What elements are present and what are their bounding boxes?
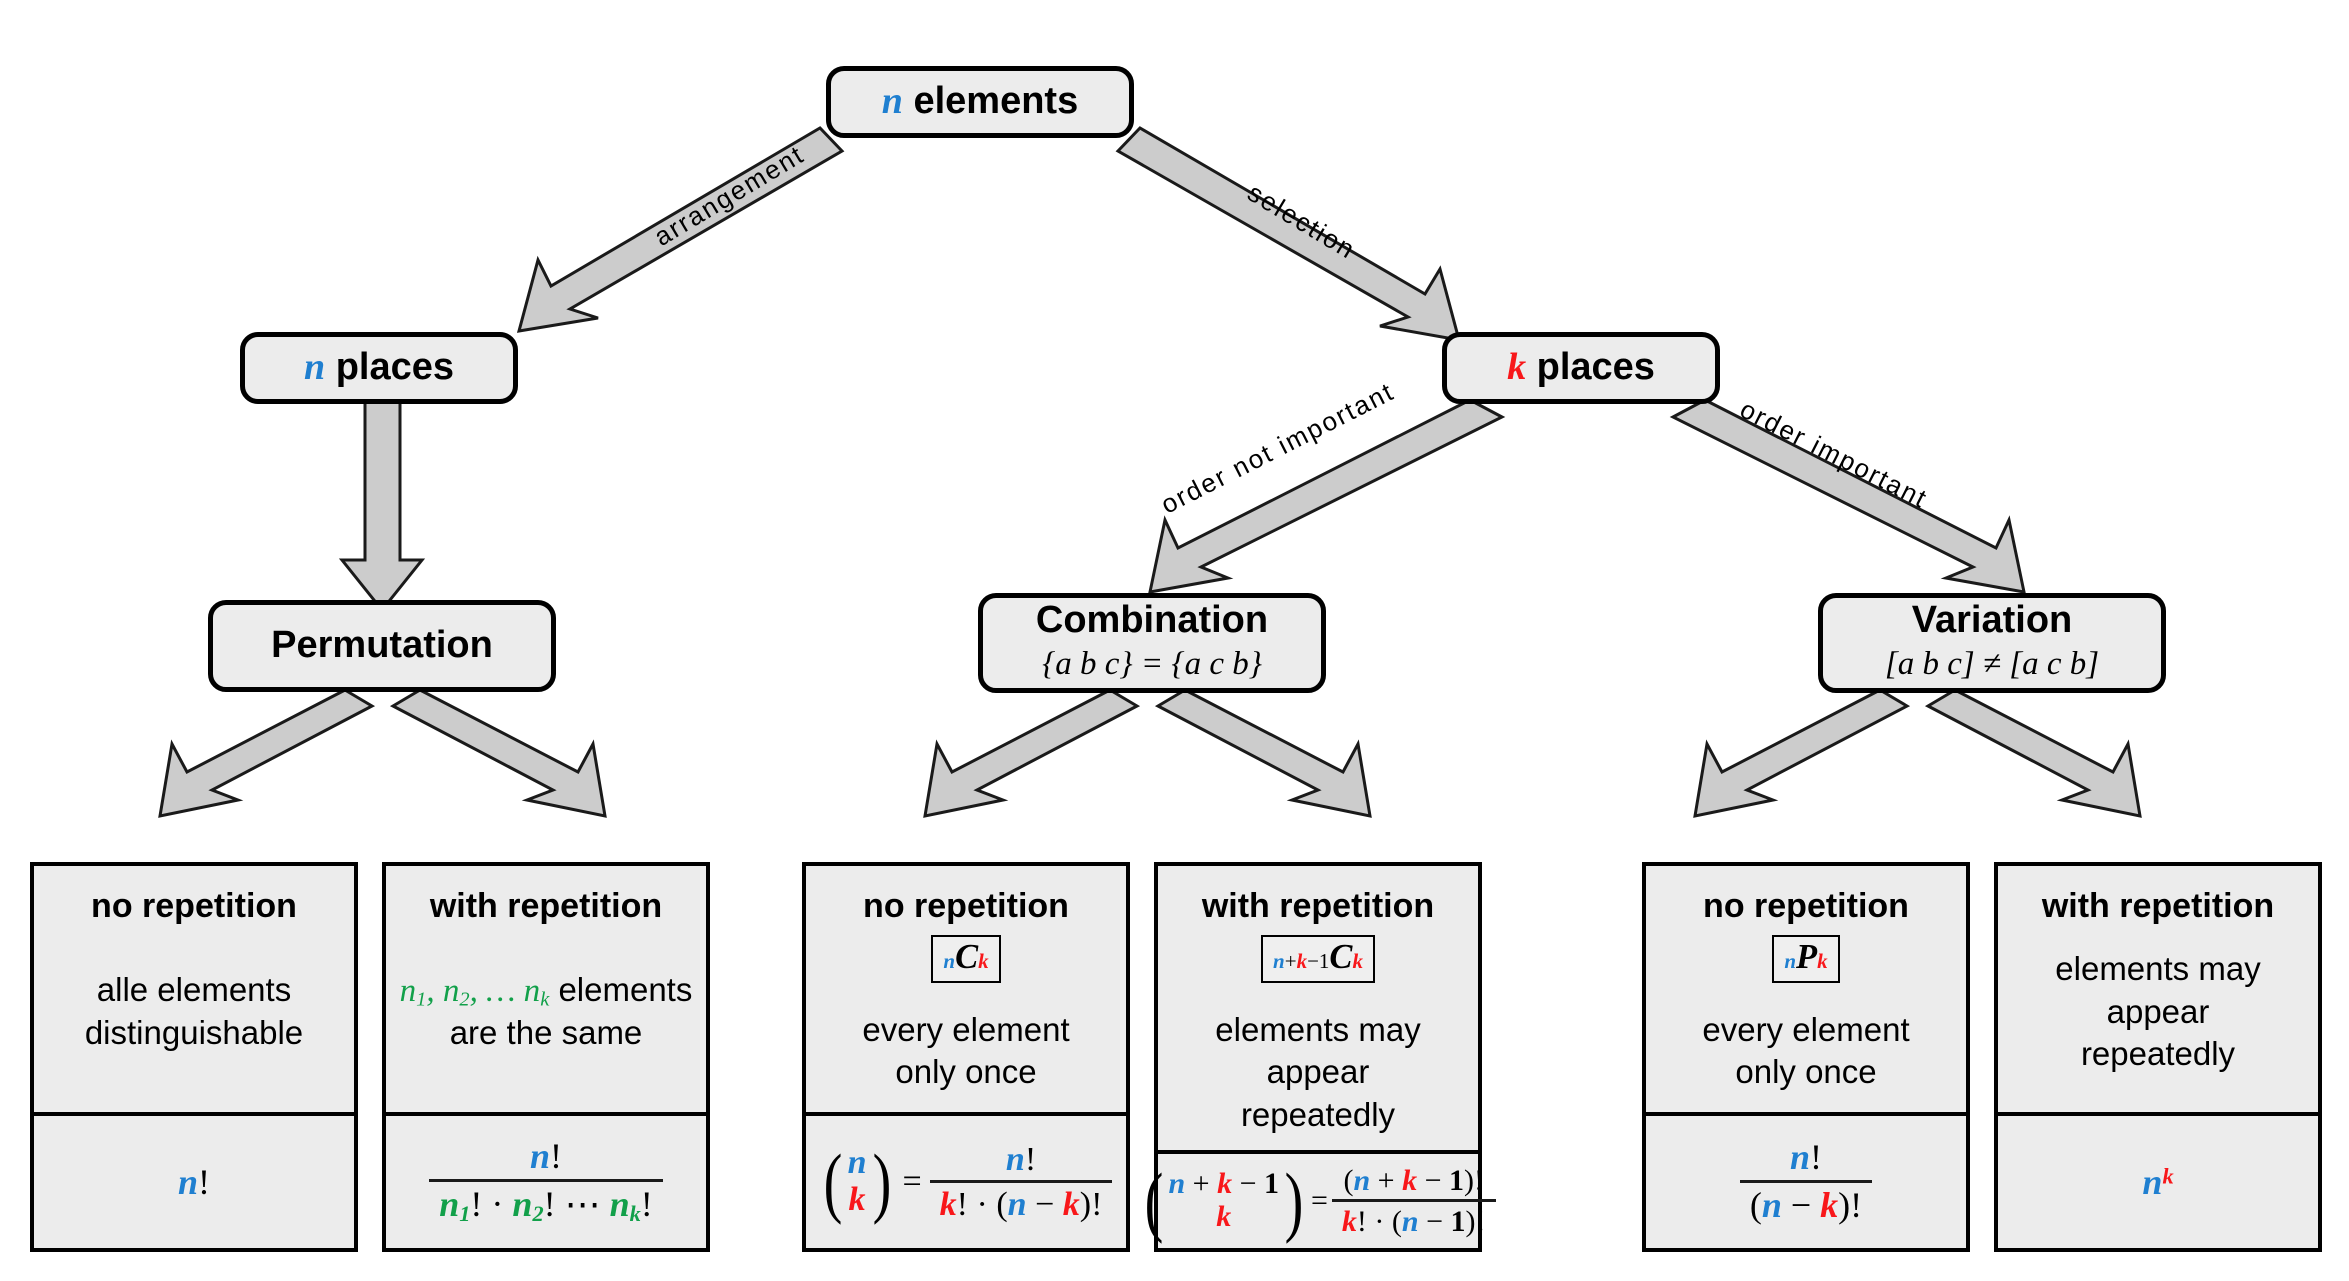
node-variation-title: Variation (1911, 599, 2073, 642)
symbol-n: n (881, 80, 903, 123)
formula-n-power-k: nk (2142, 1162, 2174, 1202)
leaf-description: n1, n2, … nk elements are the same (399, 970, 693, 1052)
notation-n-plus-k-minus-1-C-k: n+k−1Ck (1261, 935, 1375, 984)
leaf-combination-with-repetition[interactable]: with repetition n+k−1Ck elements may app… (1144, 862, 1496, 1252)
arrow-root-to-n-places (516, 126, 845, 333)
arrow-combination-to-right-leaf (1154, 688, 1372, 818)
node-n-elements[interactable]: n elements (826, 66, 1134, 138)
arrow-k-places-to-variation (1669, 398, 2026, 594)
node-n-places-word: places (335, 346, 454, 389)
leaf-head: no repetition (91, 887, 297, 925)
formula-multiset-permutation: n! n1! · n2! ⋯ nk! (429, 1137, 663, 1226)
leaf-head: no repetition (863, 887, 1069, 925)
leaf-description: elements may appear repeatedly (2055, 950, 2261, 1072)
leaf-body: with repetition elements may appear repe… (1998, 866, 2318, 1112)
leaf-permutation-with-repetition[interactable]: with repetition n1, n2, … nk elements ar… (382, 862, 710, 1252)
arrow-root-to-k-places (1115, 126, 1462, 342)
leaf-variation-with-repetition[interactable]: with repetition elements may appear repe… (1994, 862, 2322, 1252)
leaf-formula-cell: n! (34, 1112, 354, 1248)
symbol-n: n (303, 346, 326, 389)
leaf-head: no repetition (1703, 887, 1909, 925)
arrow-permutation-to-right-leaf (389, 688, 607, 818)
node-k-places-word: places (1536, 346, 1655, 389)
leaf-combination-no-repetition[interactable]: no repetition nCk every element only onc… (802, 862, 1130, 1252)
node-combination-subtitle: {a b c} = {a c b} (1042, 646, 1262, 683)
arrow-n-places-to-permutation (338, 398, 426, 613)
leaf-permutation-no-repetition[interactable]: no repetition alle elements distinguisha… (30, 862, 358, 1252)
node-combination-title: Combination (1035, 599, 1269, 642)
formula-variation: n! (n − k)! (1739, 1138, 1873, 1225)
node-permutation-title: Permutation (271, 624, 493, 667)
node-k-places-label: k places (1507, 346, 1655, 389)
node-n-elements-word: elements (913, 80, 1079, 123)
node-variation-subtitle: [a b c] ≠ [a c b] (1884, 646, 2100, 683)
leaf-body: no repetition alle elements distinguisha… (34, 866, 354, 1112)
leaf-description: elements may appear repeatedly (1215, 1011, 1421, 1133)
node-permutation[interactable]: Permutation (208, 600, 556, 692)
node-combination[interactable]: Combination {a b c} = {a c b} (978, 593, 1326, 693)
leaf-formula-cell: n! n1! · n2! ⋯ nk! (386, 1112, 706, 1248)
notation-nPk: nPk (1772, 935, 1840, 984)
arrow-k-places-to-combination (1148, 398, 1506, 594)
node-variation[interactable]: Variation [a b c] ≠ [a c b] (1818, 593, 2166, 693)
leaf-description: alle elements distinguishable (84, 971, 304, 1051)
node-n-places-label: n places (303, 346, 454, 389)
leaf-body: no repetition nPk every element only onc… (1646, 866, 1966, 1112)
leaf-formula-cell: ( n + k − 1 k ) = (n + k − 1)! k! · (n −… (1144, 1149, 1496, 1248)
leaf-head: with repetition (1201, 887, 1435, 925)
leaf-head: with repetition (2041, 887, 2275, 925)
notation-nCk: nCk (931, 935, 1001, 984)
leaf-formula-cell: nk (1998, 1112, 2318, 1248)
groups-symbols: n1, n2, … nk (399, 972, 550, 1011)
leaf-body: with repetition n+k−1Ck elements may app… (1158, 866, 1478, 1150)
node-n-places[interactable]: n places (240, 332, 518, 404)
leaf-body: no repetition nCk every element only onc… (806, 866, 1126, 1112)
arrow-permutation-to-left-leaf (158, 688, 376, 818)
arrow-variation-to-right-leaf (1924, 688, 2142, 818)
node-n-elements-label: n elements (881, 80, 1079, 123)
arrow-variation-to-left-leaf (1693, 688, 1911, 818)
node-k-places[interactable]: k places (1442, 332, 1720, 404)
leaf-description: every element only once (862, 1011, 1070, 1091)
symbol-k: k (1507, 346, 1527, 389)
arrow-combination-to-left-leaf (923, 688, 1141, 818)
leaf-formula-cell: n! (n − k)! (1646, 1112, 1966, 1248)
leaf-body: with repetition n1, n2, … nk elements ar… (386, 866, 706, 1112)
formula-multiset-binomial: ( n + k − 1 k ) = (n + k − 1)! k! · (n −… (1141, 1161, 1496, 1239)
leaf-head: with repetition (429, 887, 663, 925)
leaf-description: every element only once (1702, 1011, 1910, 1091)
formula-n-factorial: n! (177, 1162, 211, 1202)
leaf-variation-no-repetition[interactable]: no repetition nPk every element only onc… (1642, 862, 1970, 1252)
